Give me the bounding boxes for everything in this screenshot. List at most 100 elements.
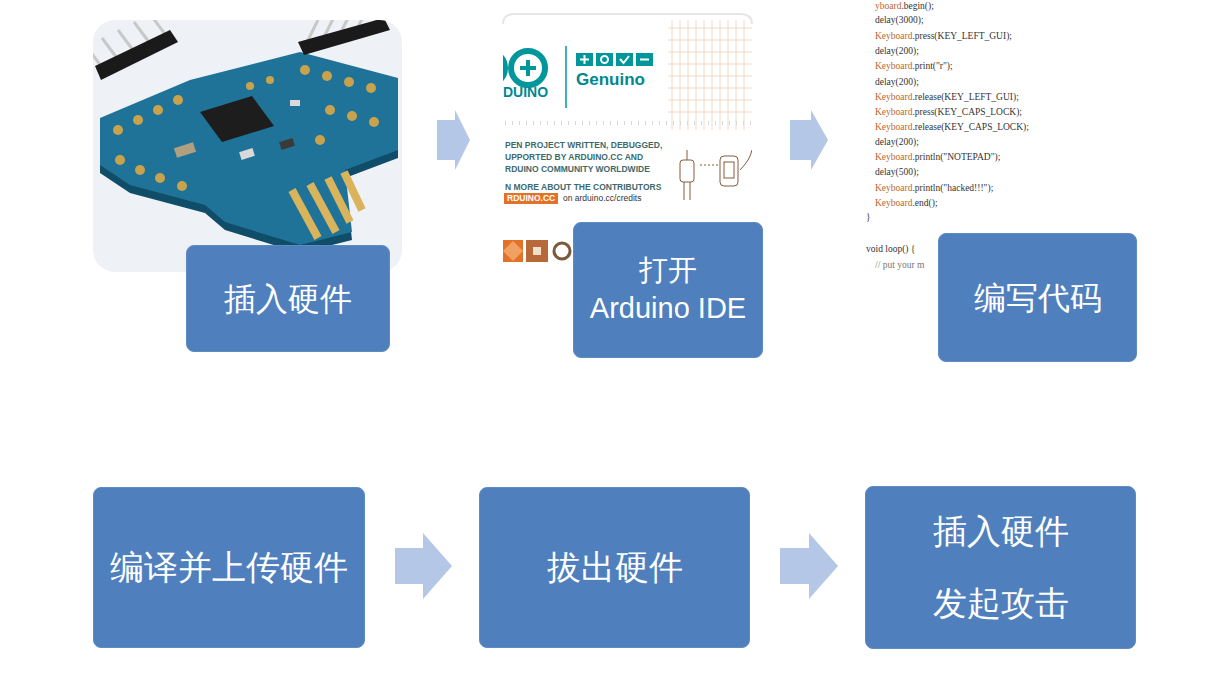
board-picture <box>93 20 398 253</box>
symbol <box>640 59 649 61</box>
figure <box>720 156 738 186</box>
pad <box>115 155 125 165</box>
code-line: Keyboard.press(KEY_CAPS_LOCK); <box>875 107 1022 119</box>
bar-block <box>526 240 548 262</box>
code-identifier: Keyboard <box>875 122 912 132</box>
splash-text: PEN PROJECT WRITTEN, DEBUGGED, <box>505 140 662 151</box>
grid-line <box>744 20 745 130</box>
board <box>100 52 398 245</box>
grid-line <box>736 20 737 130</box>
pin-header <box>95 30 178 80</box>
code-line: } <box>866 212 871 224</box>
code-identifier: Keyboard <box>875 183 912 193</box>
box-text: 插入硬件 <box>224 279 352 319</box>
grid-line <box>668 112 752 113</box>
contact <box>344 172 362 210</box>
code-line: delay(200); <box>875 77 919 89</box>
code-line: delay(200); <box>875 46 919 58</box>
process-box: 编译并上传硬件 <box>93 487 365 648</box>
code-rest: .begin(); <box>901 1 933 11</box>
code-rest: .end(); <box>912 198 937 208</box>
grid-line <box>668 64 752 65</box>
pad <box>153 105 163 115</box>
splash-link: RDUINO.CC <box>504 193 558 204</box>
block-arrow <box>395 533 452 599</box>
code-rest: .println("NOTEPAD"); <box>912 152 1000 162</box>
code-line: Keyboard.release(KEY_LEFT_GUI); <box>875 92 1019 104</box>
figure <box>700 165 718 166</box>
grid-line <box>668 40 752 41</box>
bar-block <box>503 241 523 261</box>
solder-pads <box>113 65 379 191</box>
grid-line <box>668 100 752 101</box>
icon <box>616 53 633 66</box>
component <box>290 100 300 106</box>
pin-header <box>298 20 390 55</box>
tick-row <box>505 121 752 125</box>
code-rest: .release(KEY_CAPS_LOCK); <box>912 122 1028 132</box>
code-line: Keyboard.end(); <box>875 198 938 210</box>
pad <box>369 117 379 127</box>
logo-loop <box>503 51 505 85</box>
block-arrow <box>437 110 470 170</box>
divider <box>565 46 567 108</box>
code-identifier: Keyboard <box>875 92 912 102</box>
grid-line <box>668 28 752 29</box>
code-rest: .release(KEY_LEFT_GUI); <box>912 92 1018 102</box>
grid-line <box>704 20 705 130</box>
symbol <box>601 56 608 63</box>
code-line: Keyboard.print("r"); <box>875 61 953 73</box>
logo-plus <box>526 60 530 76</box>
pad <box>315 135 325 145</box>
icon <box>596 53 613 66</box>
component <box>174 142 196 158</box>
block-arrow <box>790 110 828 170</box>
code-line: delay(3000); <box>875 15 924 27</box>
icon-symbols <box>580 55 649 64</box>
pad <box>266 76 274 84</box>
grid-line <box>668 88 752 89</box>
grid-line <box>688 20 689 130</box>
header-pins <box>93 20 386 70</box>
figure <box>687 150 688 160</box>
code-line: yboard.begin(); <box>875 1 934 13</box>
pad <box>135 165 145 175</box>
grid-line <box>672 20 673 130</box>
figure <box>724 162 734 178</box>
bar-block <box>503 240 523 262</box>
code-identifier: Keyboard <box>875 198 912 208</box>
grid-line <box>680 20 681 130</box>
logo-text: Genuino <box>576 69 645 90</box>
logo-loop <box>511 51 545 85</box>
usb-contacts <box>292 172 362 238</box>
pad <box>133 115 143 125</box>
symbol <box>620 56 629 63</box>
code-rest: .press(KEY_CAPS_LOCK); <box>912 107 1022 117</box>
pad <box>322 71 332 81</box>
code-identifier: Keyboard <box>875 107 912 117</box>
pad <box>366 83 376 93</box>
process-box: 打开 Arduino IDE <box>573 222 763 358</box>
pad <box>155 173 165 183</box>
logo-text: DUINO <box>503 84 548 102</box>
process-box: 编写代码 <box>938 233 1137 362</box>
line-figures <box>680 150 752 200</box>
pad <box>347 111 357 121</box>
code-line: delay(500); <box>875 167 919 179</box>
pad <box>325 105 335 115</box>
box-text: 编写代码 <box>974 278 1102 318</box>
pad <box>300 65 310 75</box>
code-line: void loop() { <box>866 244 915 256</box>
grid-line <box>728 20 729 130</box>
code-line: Keyboard.release(KEY_CAPS_LOCK); <box>875 122 1029 134</box>
code-identifier: Keyboard <box>875 31 912 41</box>
box-text: 打开 Arduino IDE <box>588 252 749 327</box>
pad <box>246 82 254 90</box>
splash-text: on arduino.cc/credits <box>563 193 641 204</box>
process-box: 插入硬件 发起攻击 <box>865 486 1136 649</box>
splash-text: UPPORTED BY ARDUINO.CC AND <box>505 152 643 163</box>
icon <box>636 53 653 66</box>
grid-line <box>712 20 713 130</box>
